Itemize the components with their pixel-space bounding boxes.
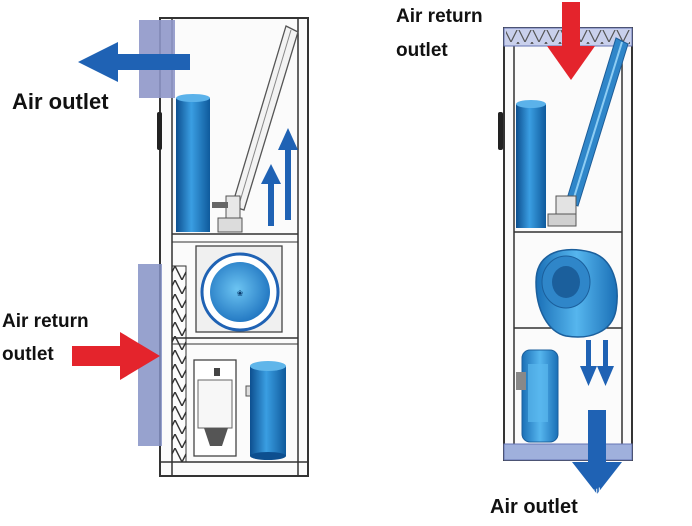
- right-air-return-label-line2: outlet: [396, 40, 448, 61]
- left-upflow-arrows: [261, 128, 298, 226]
- left-fan-icon: ❀: [195, 245, 283, 333]
- left-air-return-arrow-icon: [72, 332, 160, 380]
- right-air-return-arrow-icon: [547, 2, 595, 80]
- right-fan-icon: [535, 248, 618, 338]
- left-cylinder-icon: [176, 98, 210, 232]
- right-downflow-arrows: [580, 340, 614, 386]
- left-air-outlet-label: Air outlet: [12, 89, 109, 114]
- right-cylinder-icon: [516, 104, 546, 228]
- left-compressor-icon: [193, 359, 257, 457]
- svg-text:❀: ❀: [237, 289, 244, 298]
- watermark: 制冷: [586, 487, 617, 504]
- left-air-return-label-line2: outlet: [2, 344, 54, 365]
- right-coil-icon: [547, 37, 629, 227]
- left-unit: ❀: [72, 17, 309, 477]
- left-tank-icon: [250, 361, 286, 460]
- right-air-return-label-line1: Air return: [396, 6, 483, 27]
- right-unit: [498, 2, 633, 494]
- left-coil-icon: [212, 25, 299, 233]
- right-outlet-grille: [503, 443, 633, 461]
- right-air-outlet-arrow-icon: [572, 410, 622, 494]
- left-air-outlet-arrow-icon: [78, 42, 190, 82]
- right-compressor-icon: [516, 349, 559, 443]
- left-filter-icon: [171, 265, 187, 463]
- right-air-outlet-label: Air outlet: [490, 496, 578, 518]
- left-air-return-label-line1: Air return: [2, 311, 89, 332]
